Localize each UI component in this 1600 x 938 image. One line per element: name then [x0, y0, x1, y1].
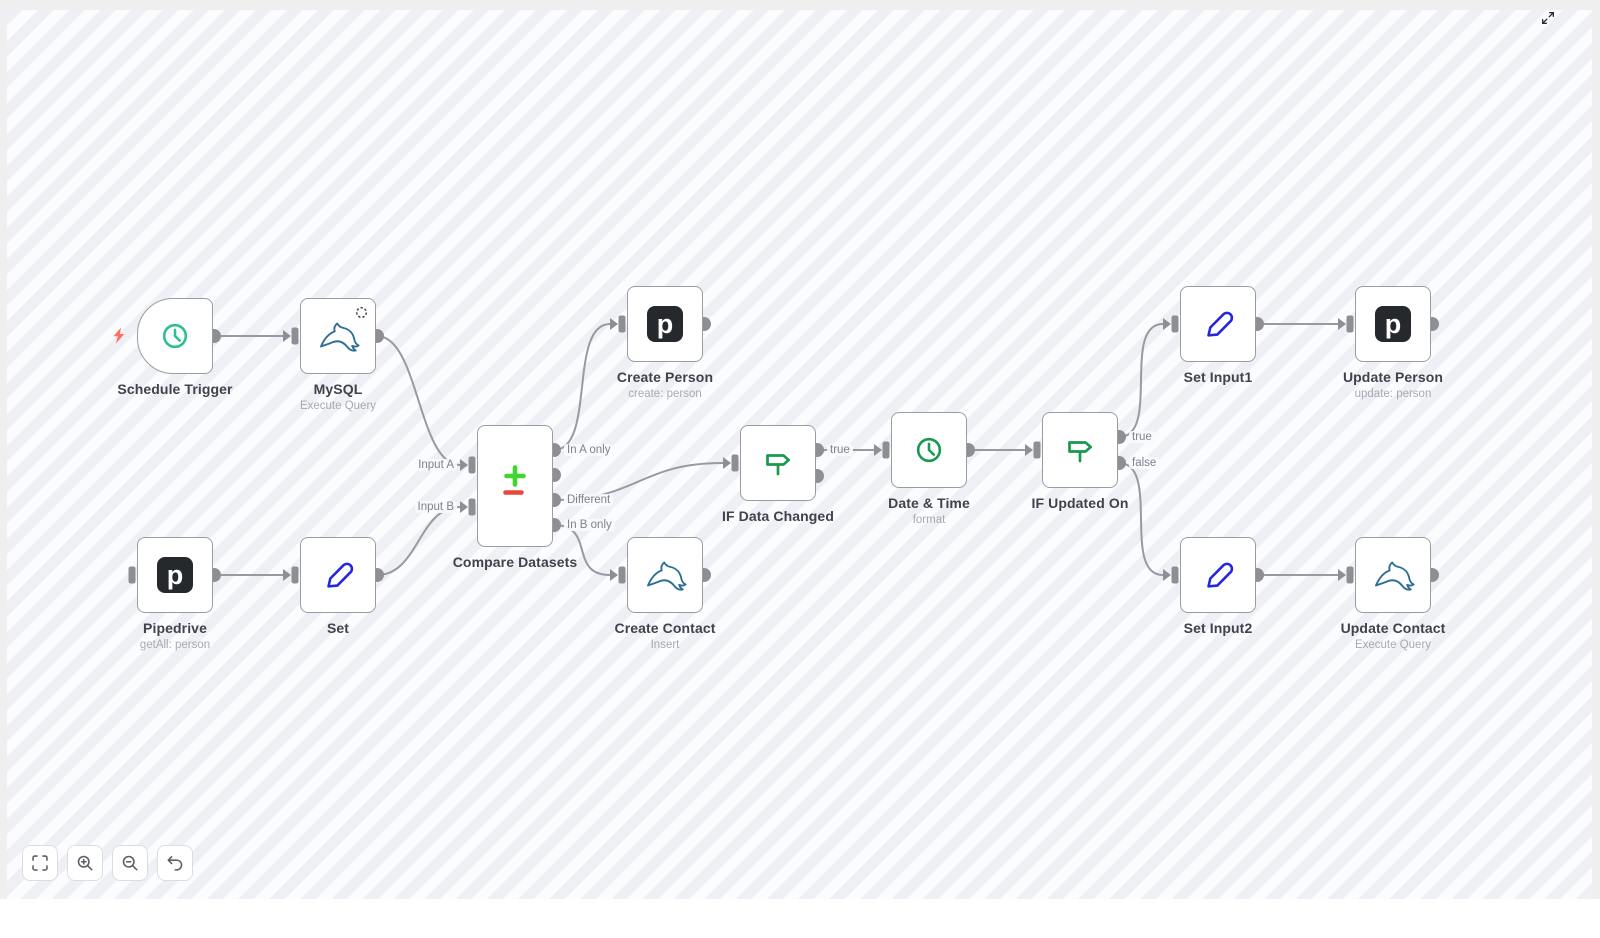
input-arrow-icon [723, 457, 731, 469]
node-create-contact[interactable] [627, 537, 703, 613]
input-arrow-icon [460, 501, 468, 513]
pen-icon [1207, 562, 1234, 588]
node-create-person[interactable]: p [627, 286, 703, 362]
dashed-circle-icon [355, 306, 368, 319]
input-arrow-icon [283, 569, 291, 581]
node-if-data-changed[interactable] [740, 425, 816, 501]
clock-icon [162, 323, 188, 349]
lightning-bolt-icon [112, 327, 126, 344]
input-arrow-icon [1163, 318, 1171, 330]
edge-set-to-compare-datasets[interactable] [376, 506, 461, 576]
input-arrow-icon [283, 330, 291, 342]
input-port[interactable] [1033, 441, 1041, 459]
node-pipedrive[interactable]: p [137, 537, 213, 613]
output-port-label: In B only [564, 519, 615, 531]
output-port-label: In A only [564, 444, 614, 456]
input-arrow-icon [610, 569, 618, 581]
input-port-label: Input B [414, 501, 457, 513]
node-date-time[interactable] [891, 412, 967, 488]
edge-if-updated-on-to-set-input1[interactable] [1118, 323, 1164, 438]
clock-icon [916, 437, 942, 463]
undo-button[interactable] [157, 845, 193, 881]
edge-compare-datasets-to-create-person[interactable] [553, 323, 611, 451]
mysql-dolphin-icon [320, 322, 360, 352]
input-arrow-icon [1338, 318, 1346, 330]
zoom-out-button[interactable] [112, 845, 148, 881]
node-set-input1[interactable] [1180, 286, 1256, 362]
input-port[interactable] [291, 566, 299, 584]
input-arrow-icon [874, 444, 882, 456]
compare-plus-minus-icon [503, 465, 526, 495]
footer-strip [0, 899, 1600, 938]
input-port[interactable] [1346, 315, 1354, 333]
canvas-controls [22, 845, 193, 881]
svg-text:p: p [167, 560, 184, 590]
fit-view-icon [29, 852, 51, 874]
output-port-label: true [827, 444, 853, 456]
node-schedule-trigger[interactable] [137, 298, 213, 374]
input-arrow-icon [610, 318, 618, 330]
input-port[interactable] [1171, 315, 1179, 333]
edge-mysql-to-compare-datasets[interactable] [376, 335, 461, 466]
node-update-contact[interactable] [1355, 537, 1431, 613]
pipedrive-icon: p [1375, 306, 1411, 342]
svg-text:p: p [1385, 309, 1402, 339]
edge-compare-datasets-to-create-contact[interactable] [553, 524, 611, 576]
output-port-label: false [1129, 457, 1160, 469]
pen-icon [327, 562, 354, 588]
input-port[interactable] [731, 454, 739, 472]
mysql-dolphin-icon [647, 561, 687, 591]
svg-text:p: p [657, 309, 674, 339]
output-port-label: Different [564, 494, 614, 506]
input-arrow-icon [1338, 569, 1346, 581]
input-arrow-icon [1163, 569, 1171, 581]
pipedrive-icon: p [647, 306, 683, 342]
input-port[interactable] [468, 498, 476, 516]
node-set[interactable] [300, 537, 376, 613]
input-port[interactable] [128, 566, 136, 584]
zoom-in-icon [74, 852, 96, 874]
input-port[interactable] [618, 566, 626, 584]
output-port-label: true [1129, 431, 1155, 443]
input-arrow-icon [1025, 444, 1033, 456]
pen-icon [1207, 311, 1234, 337]
input-port[interactable] [1171, 566, 1179, 584]
signpost-icon [1068, 441, 1093, 463]
pipedrive-icon: p [157, 557, 193, 593]
input-port-label: Input A [415, 459, 457, 471]
node-set-input2[interactable] [1180, 537, 1256, 613]
input-arrow-icon [460, 459, 468, 471]
zoom-in-button[interactable] [67, 845, 103, 881]
input-port[interactable] [882, 441, 890, 459]
expand-canvas-button[interactable] [1538, 8, 1558, 28]
node-mysql[interactable] [300, 298, 376, 374]
input-port[interactable] [1346, 566, 1354, 584]
input-port[interactable] [618, 315, 626, 333]
signpost-icon [766, 454, 791, 476]
expand-diagonal-icon [1542, 12, 1554, 24]
fit-view-button[interactable] [22, 845, 58, 881]
mysql-dolphin-icon [1375, 561, 1415, 591]
zoom-out-icon [119, 852, 141, 874]
node-if-updated-on[interactable] [1042, 412, 1118, 488]
node-compare-datasets[interactable] [477, 425, 553, 547]
input-port[interactable] [291, 327, 299, 345]
input-port[interactable] [468, 456, 476, 474]
edge-if-updated-on-to-set-input2[interactable] [1118, 462, 1164, 576]
undo-icon [164, 852, 186, 874]
node-update-person[interactable]: p [1355, 286, 1431, 362]
